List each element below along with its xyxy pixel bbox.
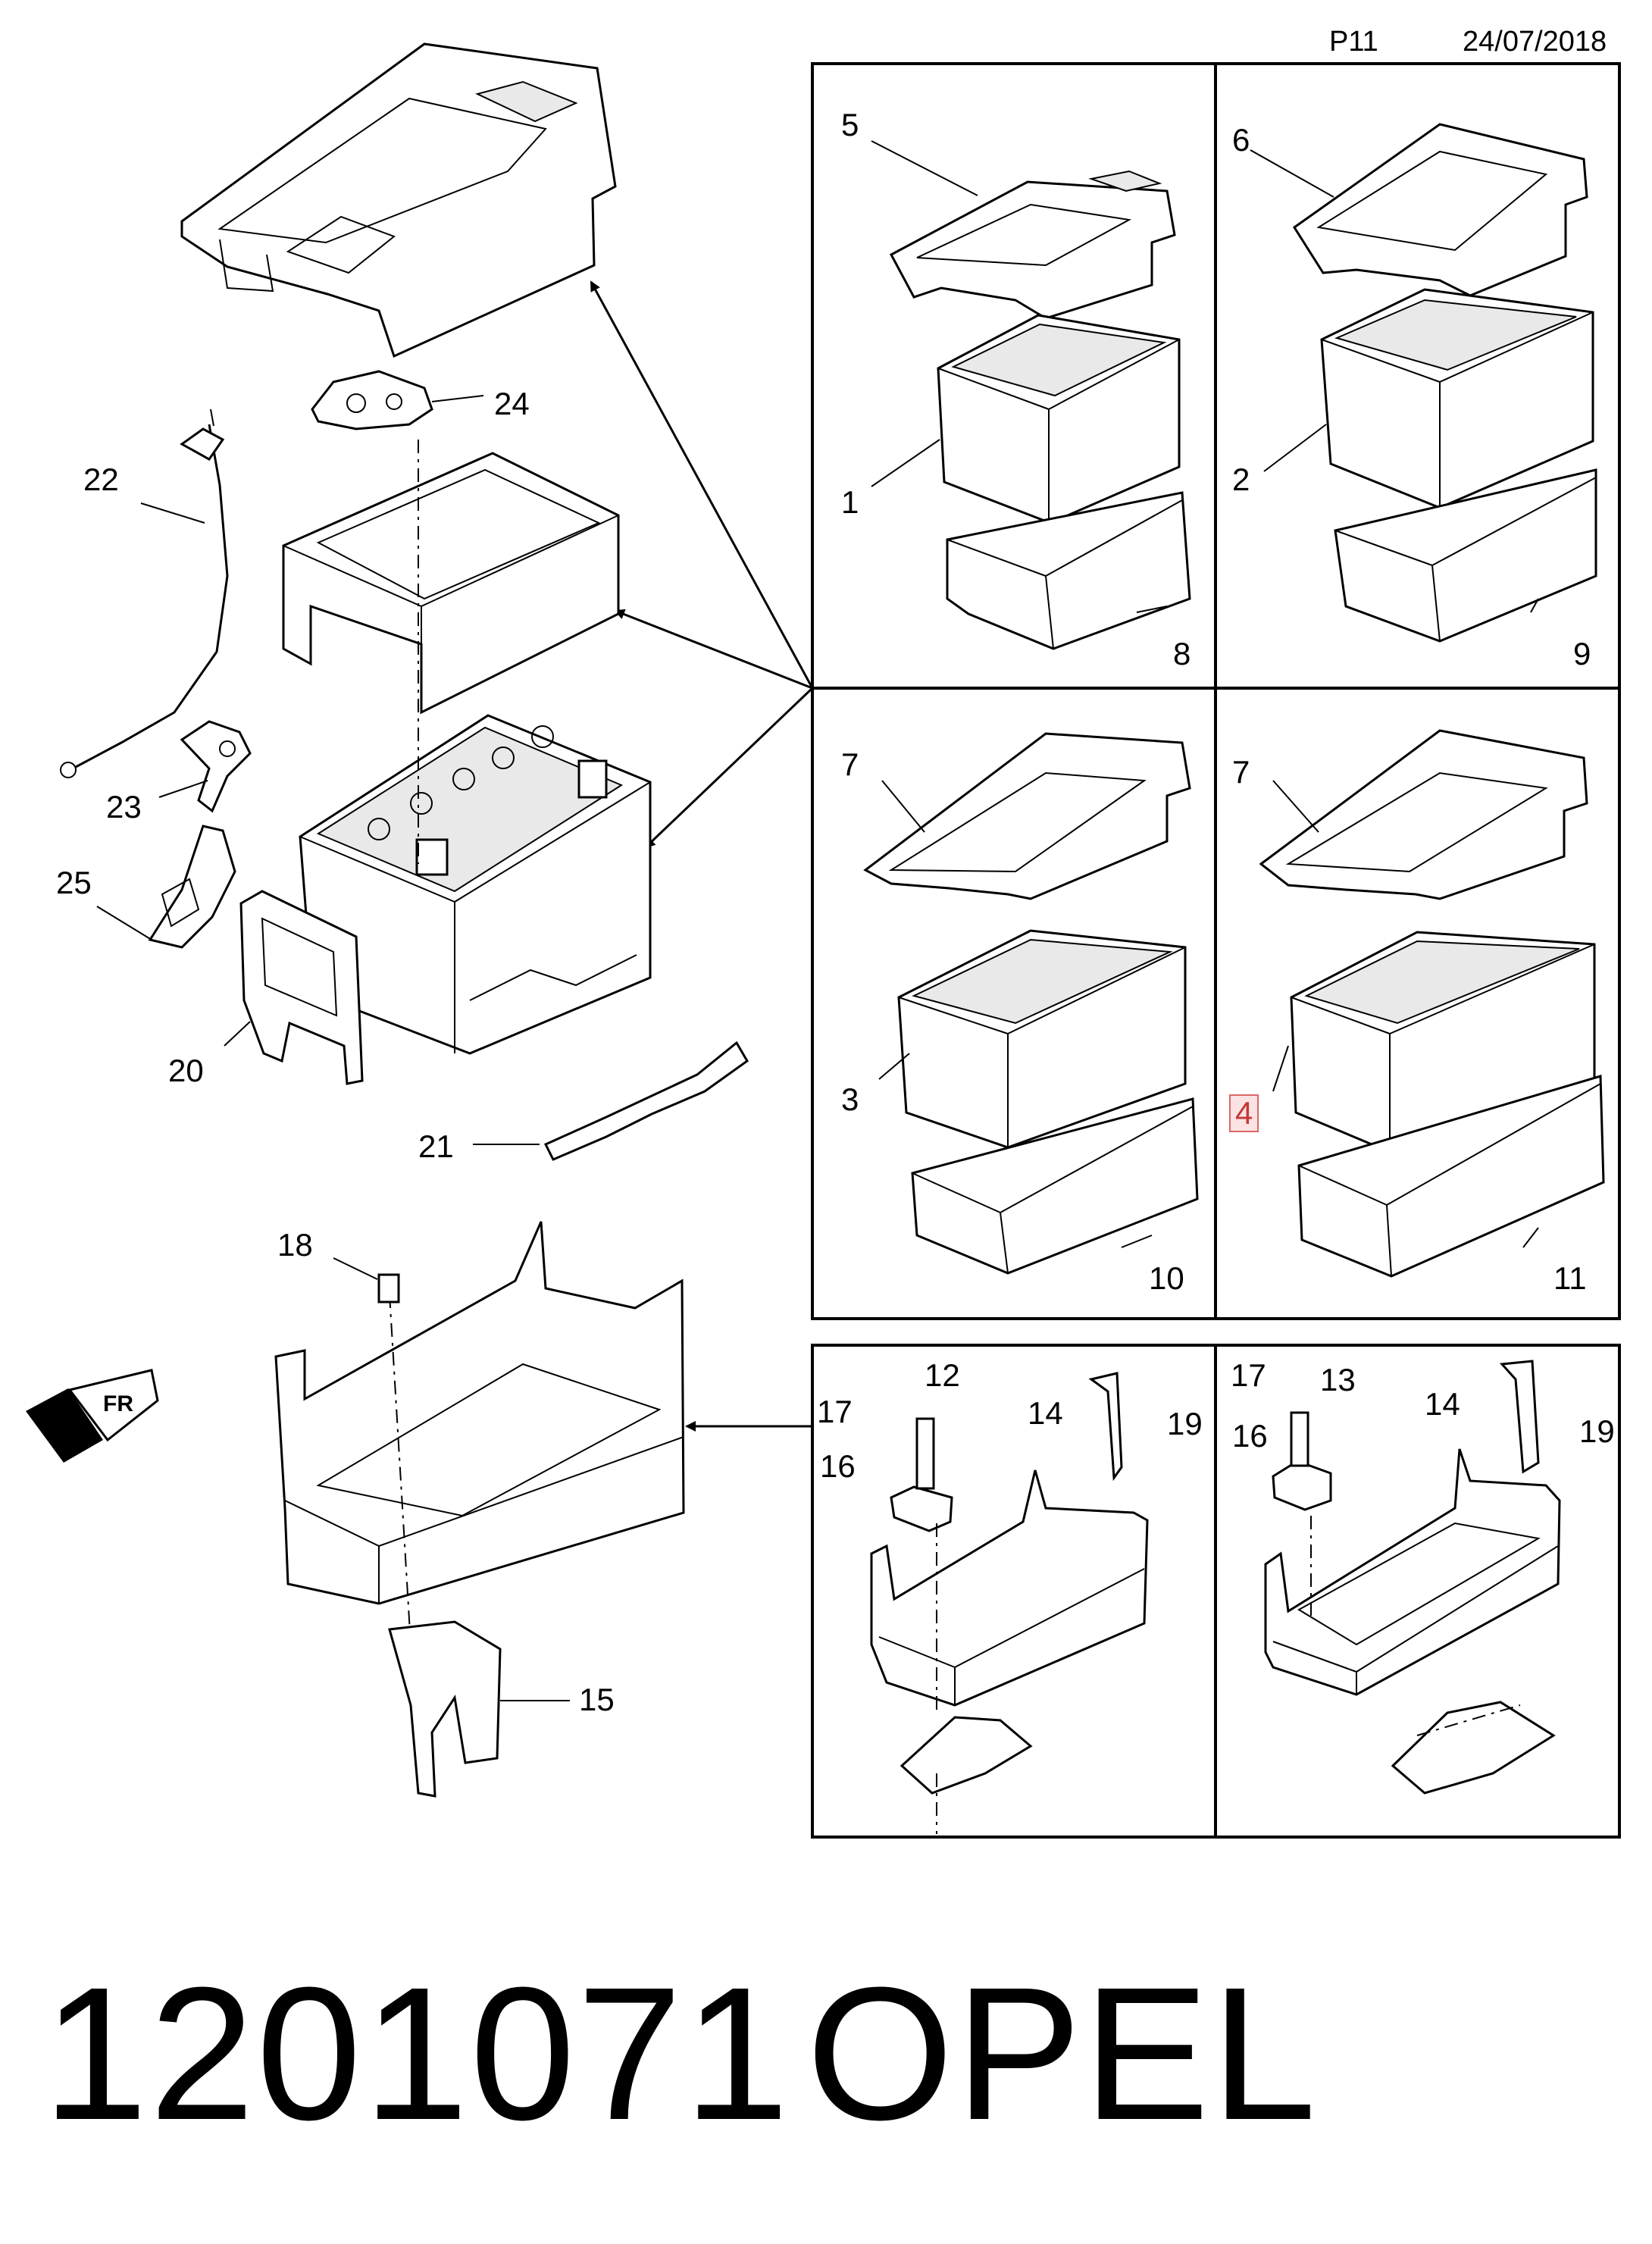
callout-20[interactable]: 20 [168, 1053, 204, 1088]
callout-4-highlighted[interactable]: 4 [1229, 1094, 1259, 1132]
front-marker-label: FR [103, 1391, 133, 1416]
callout-22[interactable]: 22 [83, 462, 119, 497]
callout-8[interactable]: 8 [1173, 636, 1191, 671]
variant-4-drawing [1259, 729, 1605, 1278]
callout-21[interactable]: 21 [418, 1128, 454, 1164]
callout-12[interactable]: 12 [925, 1357, 960, 1393]
spacer-strip-part [473, 1041, 749, 1161]
callout-10[interactable]: 10 [1149, 1260, 1184, 1296]
variant-panels-grid [811, 62, 1621, 1839]
callout-1[interactable]: 1 [841, 484, 859, 520]
callout-14-left[interactable]: 14 [1028, 1395, 1063, 1431]
callout-19-right[interactable]: 19 [1579, 1413, 1615, 1449]
callout-18[interactable]: 18 [277, 1227, 313, 1263]
callout-2[interactable]: 2 [1232, 462, 1250, 497]
callout-9[interactable]: 9 [1573, 636, 1591, 671]
callout-16-right[interactable]: 16 [1232, 1418, 1268, 1454]
callout-23[interactable]: 23 [106, 789, 142, 825]
battery-cover-main [180, 42, 617, 358]
callout-17-right[interactable]: 17 [1231, 1357, 1266, 1393]
terminal-clamp-part [180, 720, 252, 813]
hold-down-bracket-part [239, 890, 364, 1085]
part-number: 1201071 [42, 1948, 791, 2159]
callout-15[interactable]: 15 [579, 1682, 615, 1717]
callout-11[interactable]: 11 [1553, 1260, 1587, 1296]
negative-cable-part [60, 408, 229, 778]
brand-name: OPEL [806, 1948, 1318, 2159]
tray-bracket-part [388, 1620, 570, 1798]
variant-3-drawing [863, 732, 1199, 1275]
callout-14-right[interactable]: 14 [1425, 1386, 1460, 1422]
callout-25[interactable]: 25 [56, 865, 92, 900]
callout-5[interactable]: 5 [841, 107, 859, 142]
terminal-cover-part [148, 825, 236, 949]
battery-tray-main [274, 1221, 685, 1645]
front-direction-marker [26, 1369, 159, 1463]
variant-6-drawing [1264, 1360, 1561, 1795]
battery-terminal-part [311, 370, 484, 430]
callout-6[interactable]: 6 [1232, 122, 1250, 158]
revision-date: 24/07/2018 [1463, 26, 1607, 58]
callout-13[interactable]: 13 [1320, 1362, 1356, 1397]
callout-7-left[interactable]: 7 [841, 746, 859, 782]
callout-19-left[interactable]: 19 [1167, 1406, 1203, 1441]
callout-leader-lines [96, 140, 1539, 1248]
variant-2-drawing [1292, 123, 1597, 643]
battery-main [299, 440, 652, 1055]
insulation-sleeve-main [282, 452, 620, 715]
reference-arrows [590, 280, 814, 1432]
callout-16-left[interactable]: 16 [820, 1448, 856, 1484]
variant-5-drawing [870, 1372, 1149, 1834]
callout-24[interactable]: 24 [494, 386, 530, 421]
page-reference: P11 [1329, 26, 1378, 58]
callout-3[interactable]: 3 [841, 1081, 859, 1117]
variant-1-drawing [889, 170, 1191, 650]
callout-17-left[interactable]: 17 [817, 1394, 853, 1429]
tray-bolt-part [333, 1257, 400, 1304]
callout-7-right[interactable]: 7 [1232, 754, 1250, 790]
